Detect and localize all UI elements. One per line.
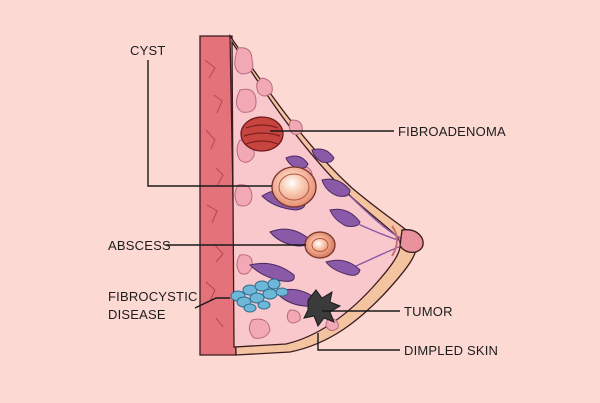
cyst-leader — [147, 60, 272, 187]
fibrocystic-label-line2: DISEASE — [108, 307, 166, 322]
abscess-mass — [304, 231, 336, 259]
dimpled-skin-leader — [317, 333, 400, 351]
fibroadenoma-mass — [240, 116, 284, 152]
abscess-label: ABSCESS — [108, 238, 171, 253]
tumor-mass — [303, 289, 342, 328]
fibroadenoma-label: FIBROADENOMA — [398, 124, 506, 139]
muscle-texture — [204, 59, 224, 328]
cyst-label: CYST — [130, 43, 165, 58]
tumor-label: TUMOR — [404, 304, 453, 319]
areola — [391, 225, 398, 257]
nipple — [399, 229, 424, 254]
fibrocystic-label-line1: FIBROCYSTIC — [108, 289, 198, 304]
dimpled-skin-label: DIMPLED SKIN — [404, 343, 498, 358]
fibrocystic-cluster — [230, 278, 289, 313]
cyst-mass — [271, 166, 317, 208]
fibrocystic-leader — [194, 297, 230, 309]
